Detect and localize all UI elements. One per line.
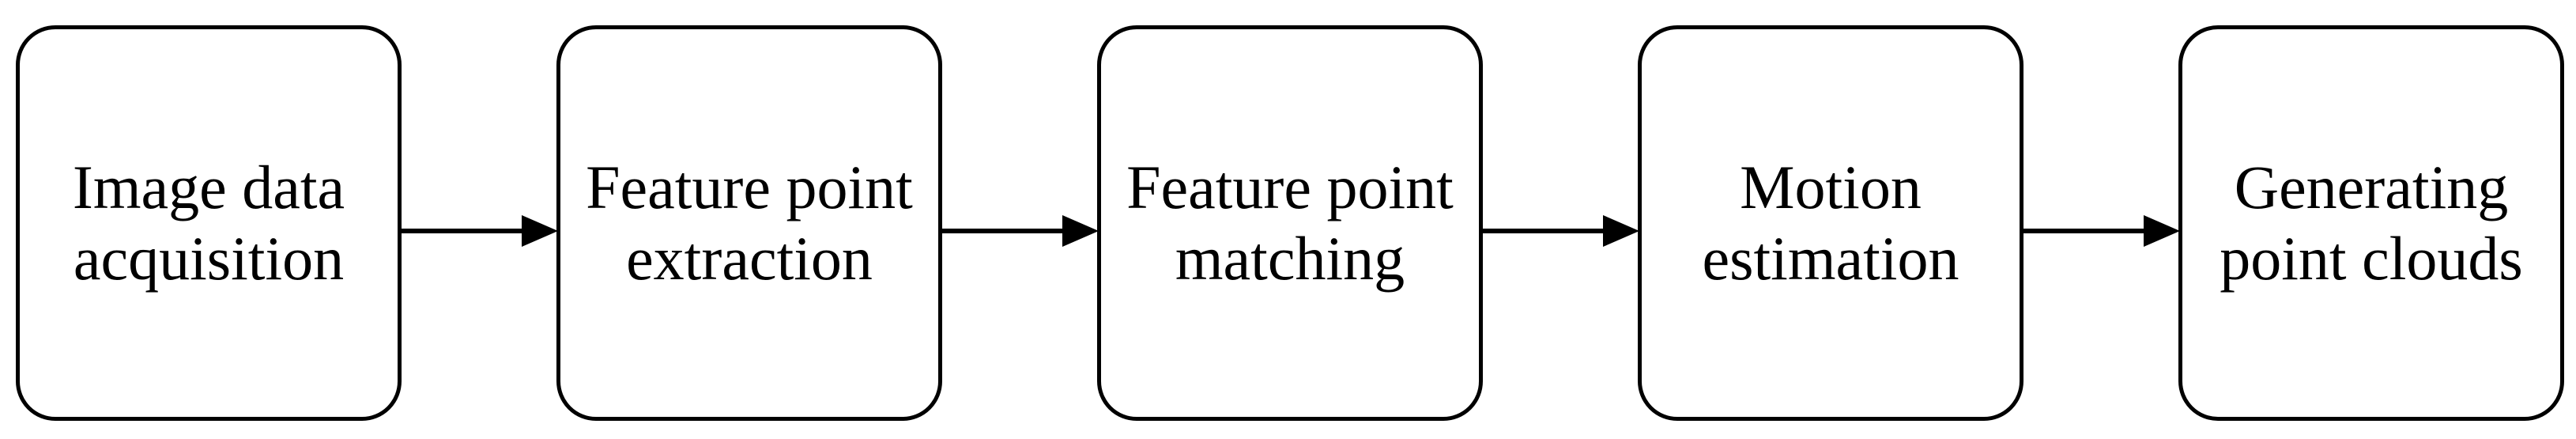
step-feature-point-extraction: Feature point extraction bbox=[556, 25, 942, 421]
step-image-data-acquisition: Image data acquisition bbox=[16, 25, 402, 421]
arrow-3 bbox=[1483, 215, 1639, 247]
step-generating-point-clouds: Generating point clouds bbox=[2178, 25, 2564, 421]
step-label: Generating point clouds bbox=[2220, 153, 2523, 293]
arrow-1 bbox=[402, 215, 558, 247]
step-label: Image data acquisition bbox=[72, 153, 345, 293]
step-motion-estimation: Motion estimation bbox=[1638, 25, 2023, 421]
step-label: Feature point extraction bbox=[586, 153, 913, 293]
arrow-head bbox=[522, 215, 558, 247]
arrow-shaft bbox=[1483, 229, 1606, 233]
step-feature-point-matching: Feature point matching bbox=[1097, 25, 1483, 421]
step-label: Feature point matching bbox=[1126, 153, 1454, 293]
arrow-shaft bbox=[402, 229, 525, 233]
arrow-shaft bbox=[2023, 229, 2147, 233]
arrow-head bbox=[2144, 215, 2180, 247]
arrow-head bbox=[1062, 215, 1099, 247]
arrow-head bbox=[1603, 215, 1639, 247]
step-label: Motion estimation bbox=[1702, 153, 1959, 293]
arrow-shaft bbox=[942, 229, 1065, 233]
arrow-4 bbox=[2023, 215, 2180, 247]
arrow-2 bbox=[942, 215, 1099, 247]
